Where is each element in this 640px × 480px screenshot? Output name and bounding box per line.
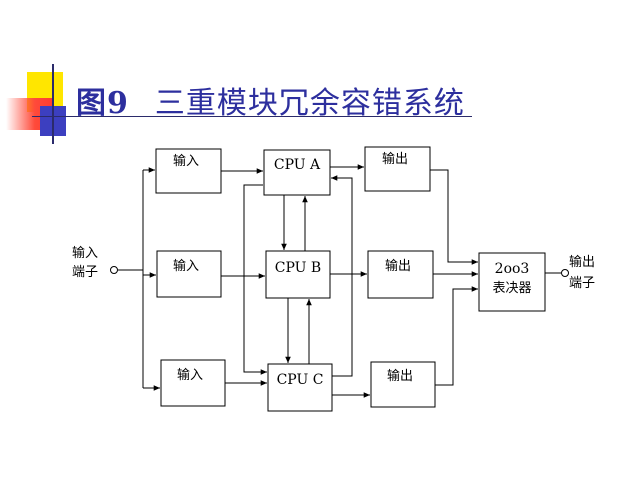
output-box-c-label: 输出	[387, 368, 413, 384]
cpu-b-label: CPU B	[275, 260, 321, 276]
input-box-c	[160, 359, 226, 407]
output-terminal-label-1: 输出	[569, 254, 595, 270]
figure-number: 图9	[76, 86, 129, 121]
output-box-c	[370, 361, 436, 408]
output-terminal-port	[561, 269, 569, 277]
input-terminal-port	[110, 266, 118, 274]
input-terminal-label-1: 输入	[72, 245, 98, 261]
deco-vertical-line	[52, 64, 54, 144]
cpu-c-box	[267, 363, 333, 412]
cpu-a-label: CPU A	[274, 157, 321, 173]
input-distribution-wires	[118, 167, 160, 391]
voter-label-2: 表决器	[492, 281, 531, 296]
input-box-a-label: 输入	[173, 153, 199, 169]
input-box-a	[155, 148, 222, 194]
output-to-voter-wires	[430, 169, 478, 386]
output-box-a-label: 输出	[382, 151, 408, 167]
slide-title: 图9 三重模块冗余容错系统	[76, 78, 465, 122]
deco-horizontal-line	[32, 116, 472, 117]
cpu-c-label: CPU C	[277, 372, 324, 388]
cpu-a-box	[263, 149, 331, 196]
voter-label-1: 2oo3	[495, 261, 530, 277]
output-box-b-label: 输出	[385, 258, 411, 274]
cpu-b-box	[265, 250, 331, 299]
input-to-cpu-wires	[221, 168, 267, 386]
voter-box	[478, 252, 546, 312]
output-terminal-label-2: 端子	[569, 276, 595, 291]
title-text: 三重模块冗余容错系统	[154, 86, 465, 121]
cpu-to-output-wires	[330, 164, 370, 398]
input-box-b-label: 输入	[173, 258, 199, 274]
output-box-b	[367, 250, 434, 299]
input-box-c-label: 输入	[177, 367, 203, 383]
input-box-b	[156, 250, 222, 298]
output-box-a	[364, 146, 431, 192]
input-terminal-label-2: 端子	[72, 265, 98, 280]
inter-cpu-links	[243, 175, 353, 377]
